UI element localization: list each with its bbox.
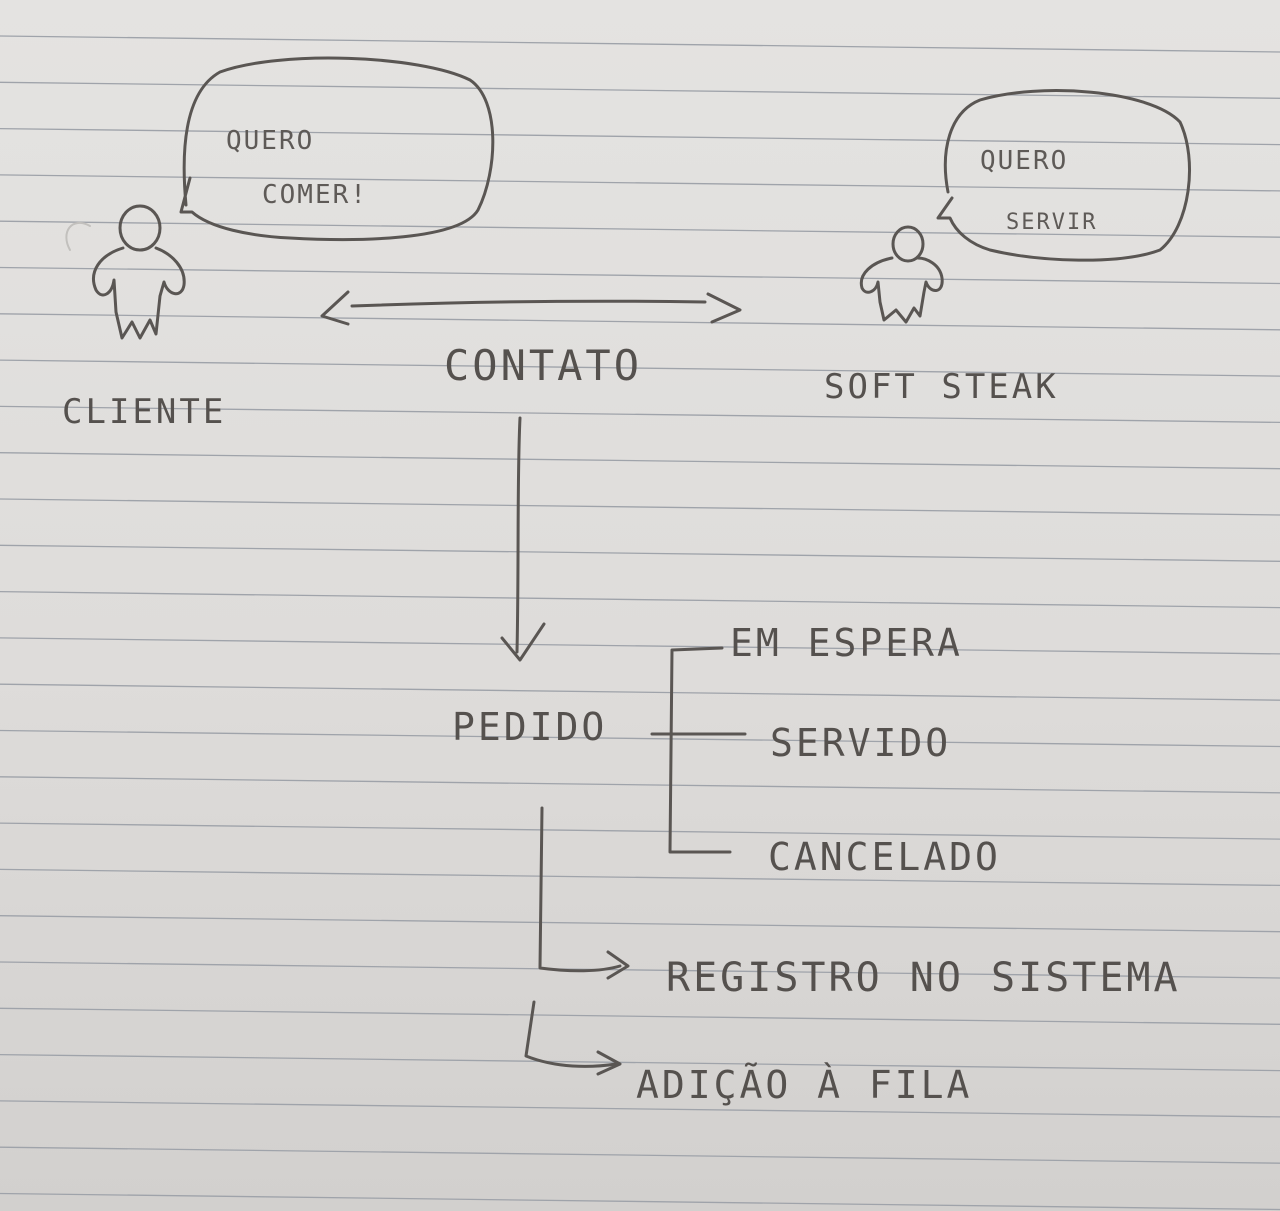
- ruled-line: [0, 1192, 1280, 1211]
- contato-label: CONTATO: [444, 341, 643, 390]
- ruled-line: [0, 1053, 1280, 1072]
- status-servido: SERVIDO: [770, 721, 952, 765]
- ruled-line: [0, 822, 1280, 840]
- ruled-line: [0, 359, 1280, 377]
- pedido-label: PEDIDO: [452, 705, 608, 749]
- ruled-line: [0, 544, 1280, 562]
- status-em-espera: EM ESPERA: [730, 621, 963, 665]
- ruled-line: [0, 127, 1280, 146]
- cliente-person-icon: [65, 204, 186, 340]
- soft-steak-person-icon: [859, 225, 944, 324]
- ruled-line: [0, 498, 1280, 516]
- ruled-line: [0, 35, 1280, 53]
- soft-steak-label: SOFT STEAK: [824, 367, 1059, 407]
- queue-arrow: [524, 1000, 622, 1076]
- ruled-line: [0, 637, 1280, 655]
- step-adicao-a-fila: ADIÇÃO À FILA: [636, 1063, 973, 1107]
- ruled-line: [0, 683, 1280, 701]
- speech-bubble-cliente: [179, 56, 495, 242]
- speech-text-soft-steak-line1: QUERO: [980, 146, 1069, 176]
- ruled-line: [0, 1100, 1280, 1118]
- status-cancelado: CANCELADO: [768, 835, 1001, 879]
- ruled-line: [0, 313, 1280, 331]
- step-registro-no-sistema: REGISTRO NO SISTEMA: [666, 955, 1181, 1001]
- ruled-line: [0, 81, 1280, 99]
- speech-text-cliente-line1: QUERO: [226, 126, 315, 156]
- ruled-line: [0, 868, 1280, 887]
- ruled-line: [0, 405, 1280, 424]
- status-bracket: [650, 646, 747, 854]
- ruled-line: [0, 452, 1280, 470]
- ruled-line: [0, 266, 1280, 285]
- ruled-line: [0, 915, 1280, 933]
- cliente-label: CLIENTE: [62, 392, 227, 432]
- ruled-line: [0, 961, 1280, 979]
- register-arrow: [538, 806, 630, 980]
- ruled-line: [0, 776, 1280, 794]
- ruled-line: [0, 729, 1280, 748]
- ruled-line: [0, 174, 1280, 192]
- speech-text-soft-steak-line2: SERVIR: [1006, 210, 1098, 235]
- speech-bubble-soft-steak: [936, 89, 1191, 262]
- contact-arrow: [320, 290, 742, 326]
- ruled-line: [0, 1007, 1280, 1025]
- speech-text-cliente-line2: COMER!: [262, 180, 368, 210]
- ruled-line: [0, 590, 1280, 609]
- down-arrow: [500, 416, 546, 662]
- ruled-line: [0, 1146, 1280, 1164]
